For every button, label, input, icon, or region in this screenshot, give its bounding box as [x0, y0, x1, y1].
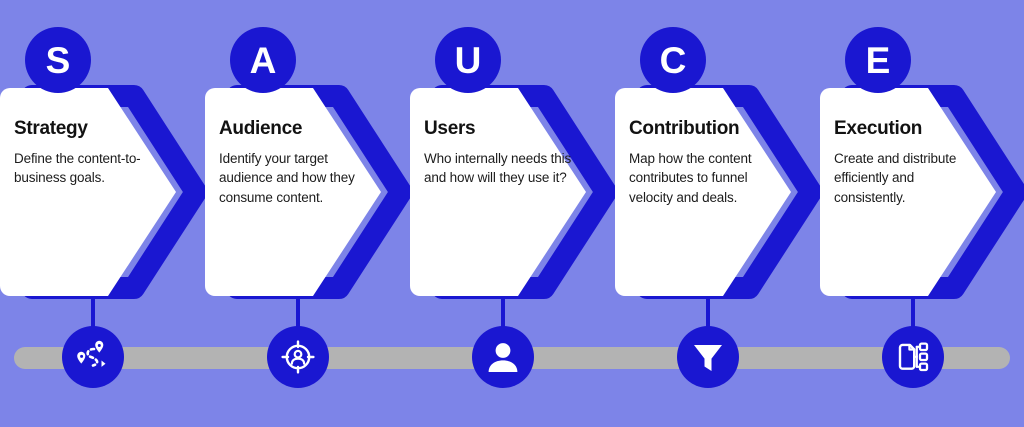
- step-title: Contribution: [629, 118, 740, 139]
- step-card-background: [205, 88, 381, 296]
- letter-badge-c: C: [640, 27, 706, 93]
- timeline-icon-circle: [62, 326, 124, 388]
- step-card-background: [615, 88, 791, 296]
- step-description: Create and distribute efficiently and co…: [834, 150, 957, 205]
- step-card-background: [0, 88, 176, 296]
- connector-stem: [501, 296, 505, 338]
- step-description: Who internally needs this and how will t…: [424, 150, 572, 186]
- letter-badge-u: U: [435, 27, 501, 93]
- content-distribution-icon: [894, 338, 932, 376]
- step-description: Define the content-to-business goals.: [14, 150, 141, 186]
- timeline-icon-circle: [882, 326, 944, 388]
- step-description: Identify your target audience and how th…: [219, 150, 355, 205]
- step-title: Users: [424, 118, 476, 139]
- step-description: Map how the content contributes to funne…: [629, 150, 752, 205]
- timeline-icon-circle: [677, 326, 739, 388]
- target-audience-icon: [279, 338, 317, 376]
- connector-stem: [911, 296, 915, 338]
- timeline-icon-circle: [472, 326, 534, 388]
- step-title: Execution: [834, 118, 923, 139]
- letter-badge-text: U: [454, 39, 482, 81]
- letter-badge-text: A: [249, 39, 277, 81]
- step-title: Audience: [219, 118, 303, 139]
- step-card-background: [410, 88, 586, 296]
- connector-stem: [706, 296, 710, 338]
- letter-badge-e: E: [845, 27, 911, 93]
- route-pins-icon: [74, 338, 112, 376]
- letter-badge-text: S: [45, 39, 71, 81]
- timeline-icon-circle: [267, 326, 329, 388]
- letter-badge-a: A: [230, 27, 296, 93]
- letter-badge-text: E: [865, 39, 891, 81]
- connector-stem: [296, 296, 300, 338]
- letter-badge-s: S: [25, 27, 91, 93]
- step-card-background: [820, 88, 996, 296]
- person-icon: [485, 339, 521, 375]
- connector-stem: [91, 296, 95, 338]
- letter-badge-text: C: [659, 39, 687, 81]
- funnel-icon: [691, 340, 725, 374]
- step-title: Strategy: [14, 118, 88, 139]
